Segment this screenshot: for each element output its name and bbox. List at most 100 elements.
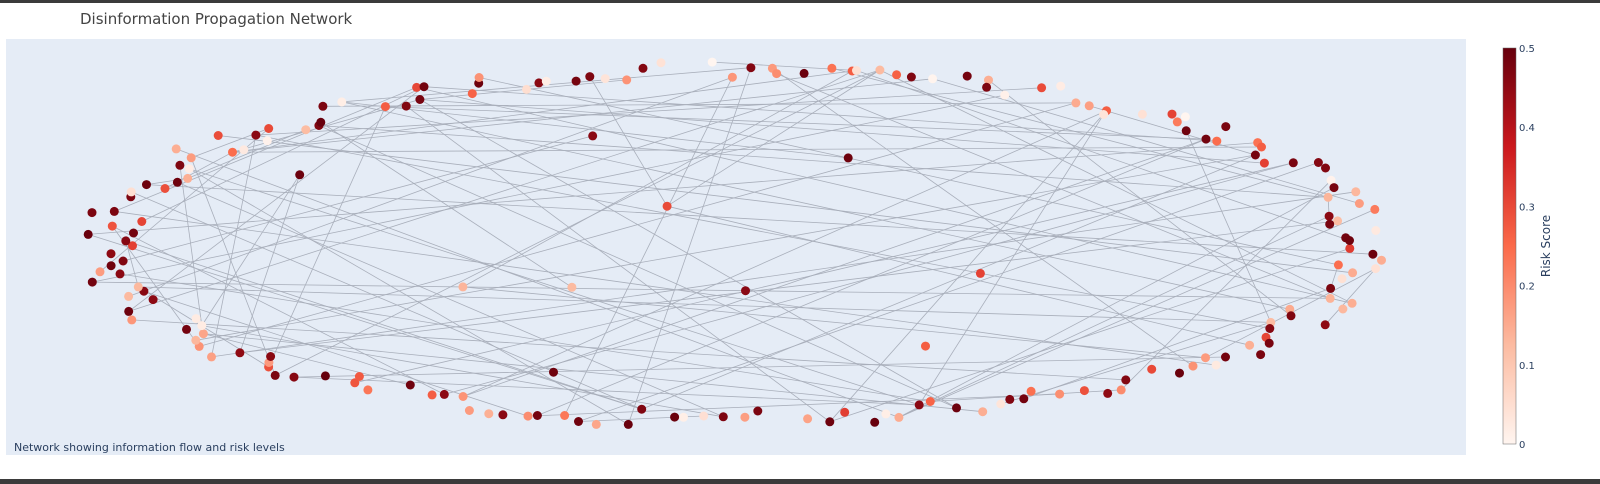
network-node[interactable]	[1212, 136, 1222, 146]
network-node[interactable]	[1329, 183, 1339, 193]
network-node[interactable]	[439, 389, 449, 399]
network-node[interactable]	[184, 164, 194, 174]
network-node[interactable]	[106, 261, 116, 271]
network-node[interactable]	[474, 73, 484, 82]
network-node[interactable]	[1180, 112, 1190, 122]
network-node[interactable]	[571, 76, 581, 86]
network-node[interactable]	[266, 352, 276, 361]
network-node[interactable]	[191, 314, 201, 324]
network-node[interactable]	[1000, 90, 1010, 100]
network-node[interactable]	[574, 417, 583, 426]
network-node[interactable]	[1333, 260, 1343, 270]
network-node[interactable]	[235, 348, 245, 358]
network-node[interactable]	[126, 187, 136, 197]
network-node[interactable]	[1265, 324, 1275, 333]
network-node[interactable]	[363, 385, 373, 395]
network-node[interactable]	[1056, 81, 1066, 91]
network-node[interactable]	[1323, 192, 1333, 202]
network-node[interactable]	[906, 72, 916, 82]
network-node[interactable]	[623, 419, 633, 429]
network-node[interactable]	[171, 144, 181, 154]
network-node[interactable]	[1181, 126, 1191, 136]
network-node[interactable]	[128, 241, 137, 251]
network-node[interactable]	[1245, 340, 1255, 350]
network-node[interactable]	[121, 236, 131, 246]
network-node[interactable]	[1175, 368, 1184, 378]
network-node[interactable]	[484, 409, 494, 419]
network-node[interactable]	[127, 315, 137, 325]
network-node[interactable]	[1348, 268, 1358, 278]
network-node[interactable]	[1368, 249, 1378, 259]
network-node[interactable]	[1037, 83, 1047, 93]
network-node[interactable]	[699, 411, 709, 421]
network-node[interactable]	[1264, 338, 1274, 348]
network-node[interactable]	[142, 180, 151, 190]
network-node[interactable]	[160, 184, 170, 193]
network-node[interactable]	[1256, 350, 1266, 360]
network-node[interactable]	[405, 380, 415, 390]
network-node[interactable]	[175, 160, 185, 170]
network-node[interactable]	[1345, 236, 1354, 245]
network-node[interactable]	[467, 89, 477, 99]
network-node[interactable]	[1019, 394, 1029, 404]
network-node[interactable]	[741, 286, 750, 296]
network-node[interactable]	[427, 390, 437, 400]
network-node[interactable]	[1221, 122, 1231, 132]
network-node[interactable]	[975, 268, 985, 278]
network-node[interactable]	[1257, 142, 1266, 152]
network-node[interactable]	[567, 282, 577, 292]
network-node[interactable]	[318, 101, 328, 111]
network-node[interactable]	[827, 63, 837, 73]
network-node[interactable]	[928, 74, 938, 84]
network-node[interactable]	[753, 406, 763, 416]
network-node[interactable]	[1347, 298, 1357, 308]
network-node[interactable]	[172, 177, 182, 187]
network-node[interactable]	[914, 400, 924, 410]
network-node[interactable]	[772, 69, 782, 79]
network-node[interactable]	[560, 411, 570, 420]
network-node[interactable]	[186, 153, 196, 163]
network-node[interactable]	[129, 228, 138, 238]
network-node[interactable]	[115, 269, 125, 279]
network-node[interactable]	[870, 417, 880, 427]
network-node[interactable]	[523, 411, 533, 421]
network-node[interactable]	[1288, 158, 1298, 168]
network-node[interactable]	[894, 412, 904, 422]
network-node[interactable]	[1286, 311, 1296, 321]
network-node[interactable]	[984, 75, 993, 85]
network-node[interactable]	[996, 399, 1006, 409]
network-node[interactable]	[1371, 226, 1381, 235]
network-node[interactable]	[1079, 386, 1089, 396]
network-node[interactable]	[1137, 109, 1147, 119]
network-node[interactable]	[852, 66, 861, 75]
network-node[interactable]	[1326, 175, 1336, 185]
network-node[interactable]	[109, 206, 119, 216]
network-node[interactable]	[1321, 163, 1330, 173]
network-node[interactable]	[264, 124, 274, 133]
network-node[interactable]	[107, 221, 117, 231]
network-node[interactable]	[412, 82, 422, 92]
network-node[interactable]	[803, 414, 813, 424]
network-node[interactable]	[228, 147, 237, 157]
network-node[interactable]	[1103, 388, 1113, 398]
network-node[interactable]	[662, 201, 672, 211]
network-node[interactable]	[1259, 158, 1269, 168]
network-node[interactable]	[1333, 216, 1343, 226]
network-node[interactable]	[270, 370, 280, 380]
network-node[interactable]	[638, 63, 648, 73]
network-node[interactable]	[95, 267, 105, 277]
network-node[interactable]	[1121, 375, 1131, 385]
network-node[interactable]	[354, 372, 364, 381]
network-node[interactable]	[1320, 320, 1330, 330]
network-node[interactable]	[337, 97, 347, 107]
network-node[interactable]	[197, 321, 207, 331]
network-node[interactable]	[1167, 109, 1177, 119]
network-node[interactable]	[591, 419, 601, 429]
network-node[interactable]	[875, 65, 885, 75]
network-node[interactable]	[1201, 134, 1211, 144]
network-node[interactable]	[118, 256, 128, 266]
network-node[interactable]	[892, 70, 902, 80]
network-node[interactable]	[183, 173, 193, 183]
network-node[interactable]	[881, 409, 891, 419]
network-node[interactable]	[549, 367, 558, 377]
